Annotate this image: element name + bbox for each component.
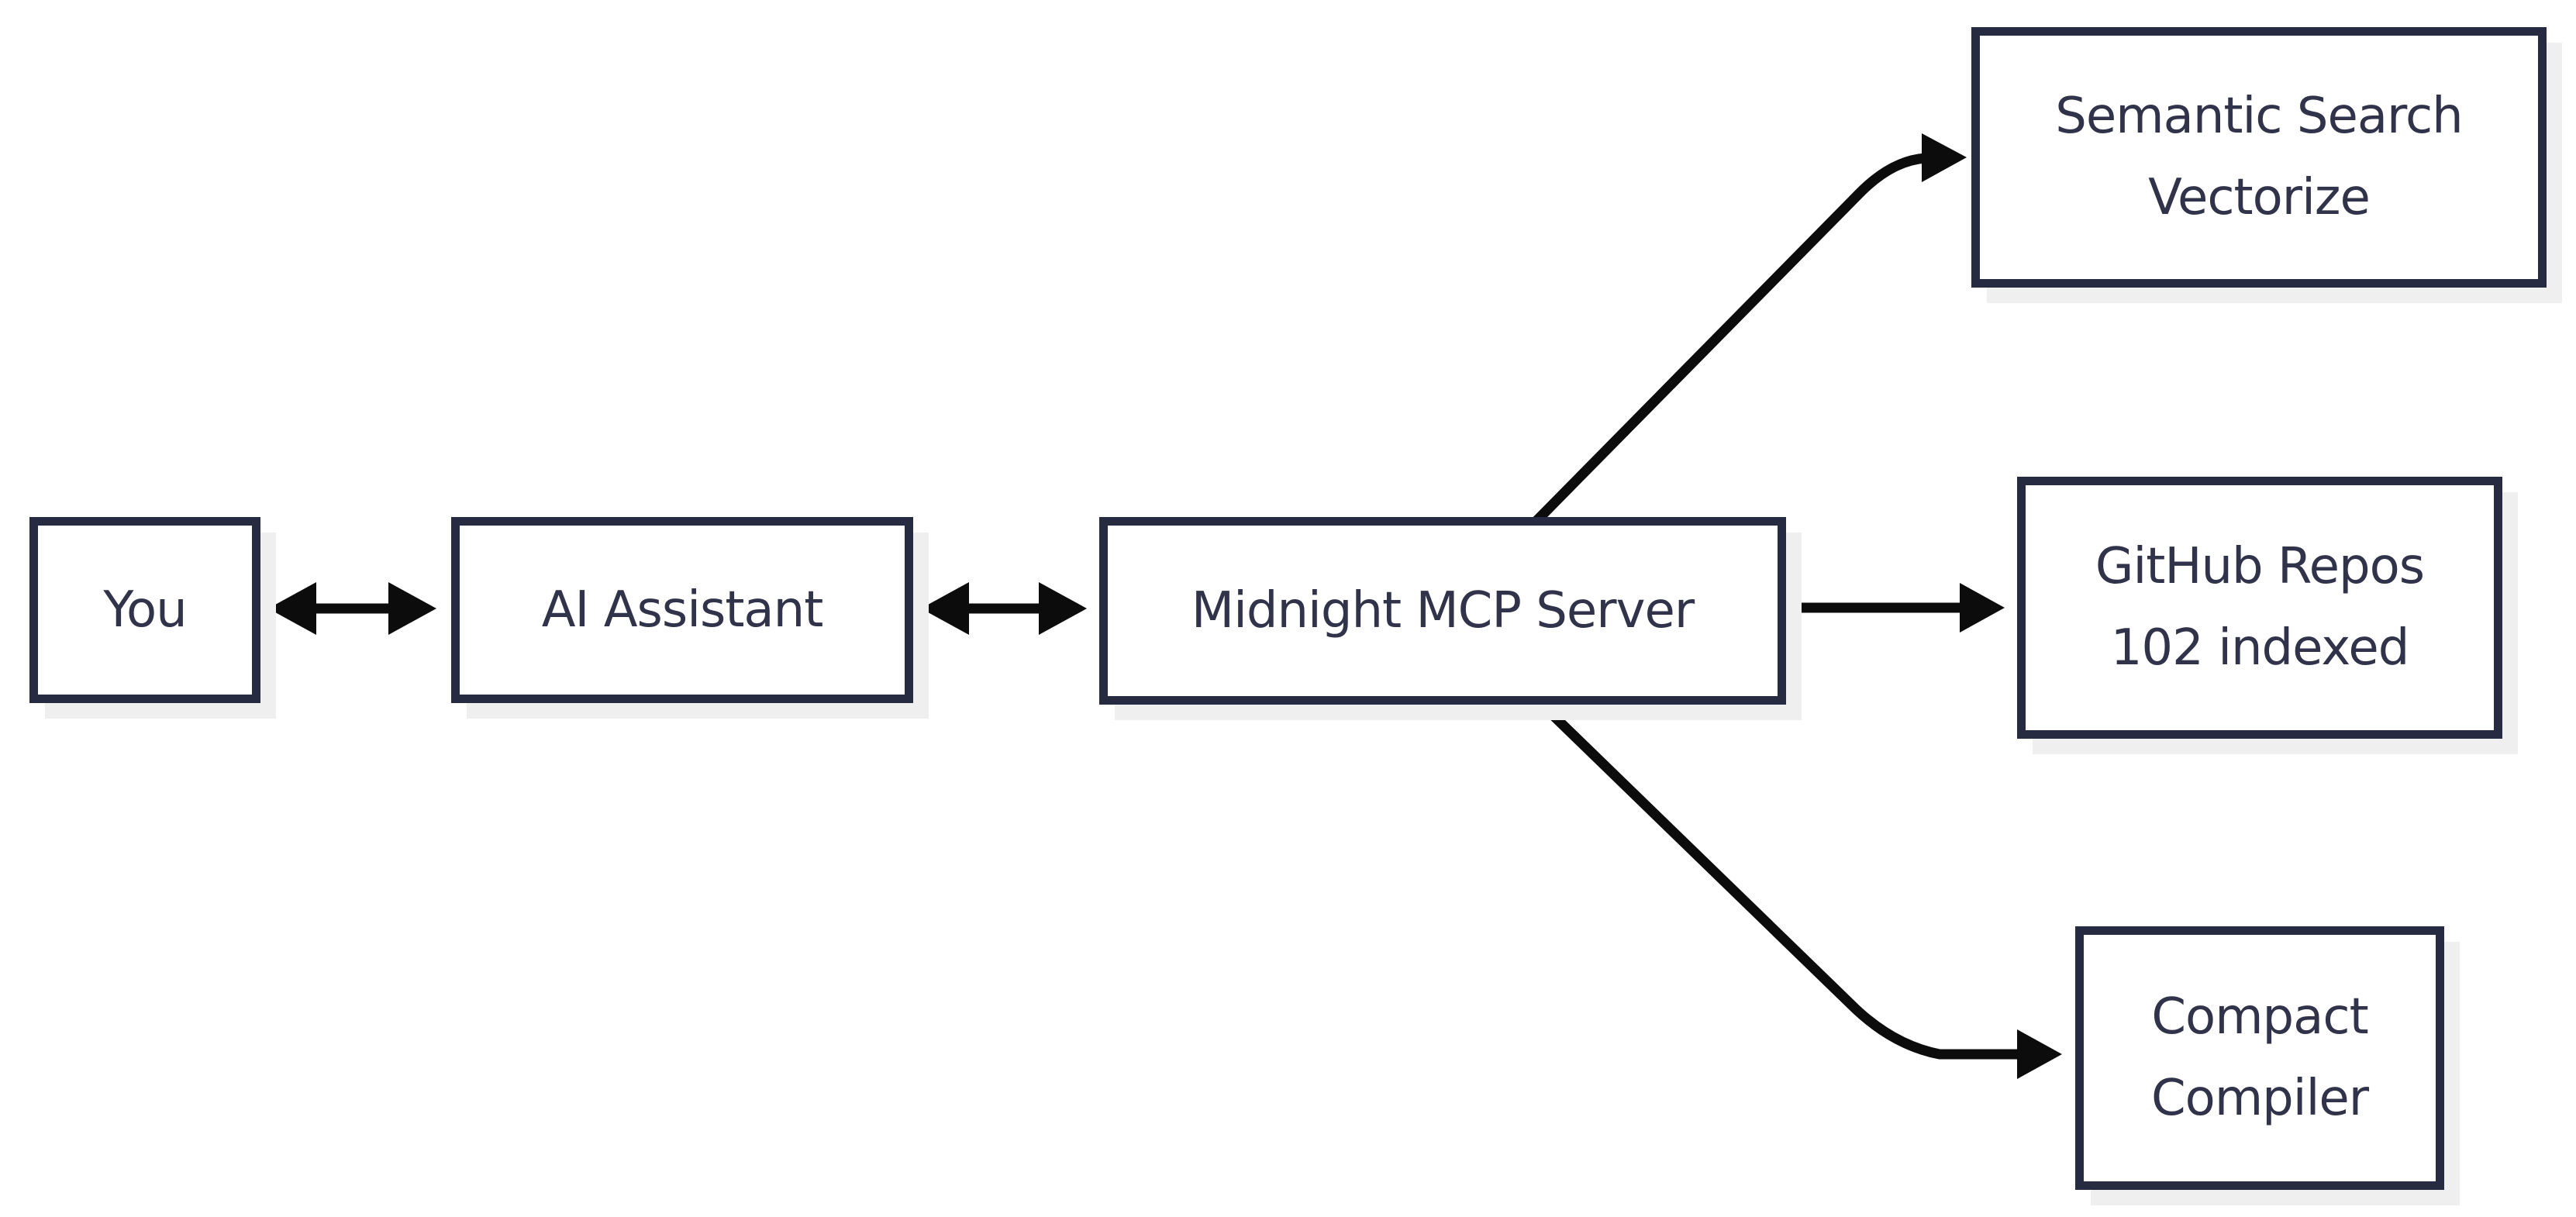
arrowhead-right-icon	[1960, 583, 2005, 633]
arrowhead-right-icon	[388, 582, 436, 635]
node-label-line2: 102 indexed	[2110, 619, 2410, 677]
node-label: You	[103, 581, 187, 639]
node-label-line2: Compiler	[2150, 1070, 2369, 1127]
arrowhead-left-icon	[921, 582, 969, 635]
arrowhead-left-icon	[268, 582, 316, 635]
edge-mcp-server-github-repos	[1786, 583, 2005, 633]
node-compact-compiler: Compact Compiler	[2075, 926, 2444, 1190]
node-you: You	[29, 517, 260, 703]
node-midnight-mcp-server: Midnight MCP Server	[1099, 517, 1786, 705]
edge-mcp-server-semantic-search	[1532, 133, 1967, 526]
node-label-line1: GitHub Repos	[2095, 538, 2425, 596]
node-semantic-search-vectorize: Semantic Search Vectorize	[1971, 27, 2547, 288]
node-label: Midnight MCP Server	[1191, 581, 1695, 640]
node-label-line1: Semantic Search	[2055, 88, 2463, 146]
edge-you-ai-assistant	[268, 582, 436, 635]
node-label: AI Assistant	[541, 581, 824, 639]
edge-ai-assistant-mcp-server	[921, 582, 1087, 635]
node-label-line2: Vectorize	[2148, 169, 2371, 226]
arrowhead-right-icon	[2017, 1029, 2062, 1079]
node-ai-assistant: AI Assistant	[451, 517, 913, 703]
node-label-line1: Compact	[2151, 988, 2368, 1046]
node-github-repos: GitHub Repos 102 indexed	[2017, 477, 2502, 739]
arrowhead-right-icon	[1039, 582, 1087, 635]
edge-mcp-server-compact-compiler	[1535, 698, 2062, 1079]
arrowhead-right-icon	[1922, 133, 1967, 182]
